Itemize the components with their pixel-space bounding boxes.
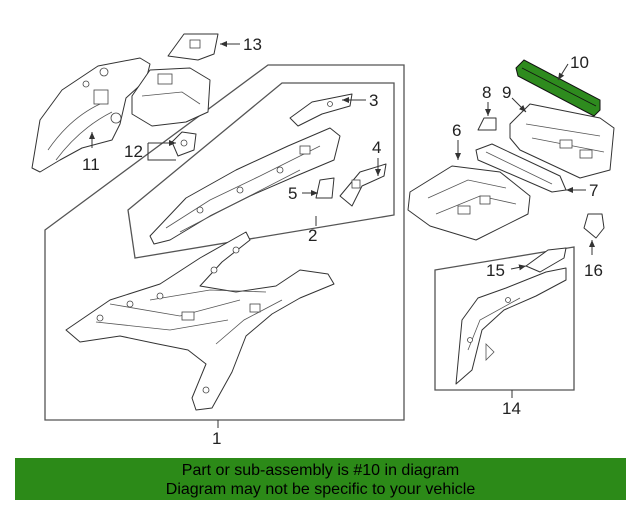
part-13-bracket <box>167 33 219 61</box>
banner-line-2: Diagram may not be specific to your vehi… <box>165 481 476 498</box>
info-banner: Part or sub-assembly is #10 in diagram D… <box>15 458 626 500</box>
part-4-bracket <box>339 163 387 207</box>
callout-10: 10 <box>570 53 589 72</box>
callout-6: 6 <box>452 121 461 140</box>
callout-13: 13 <box>243 35 262 54</box>
callout-9: 9 <box>502 83 511 102</box>
callout-1: 1 <box>212 429 221 448</box>
callout-16: 16 <box>584 261 603 280</box>
part-1-frame-structure <box>65 231 335 411</box>
part-11-extension <box>131 67 211 127</box>
part-15-reinforcement <box>525 247 567 273</box>
part-2-rail <box>149 127 341 245</box>
callout-4: 4 <box>372 138 381 157</box>
callout-15: 15 <box>486 261 505 280</box>
part-5-gusset <box>315 177 335 199</box>
part-9-rear-panel <box>509 103 615 179</box>
callout-12: 12 <box>124 142 143 161</box>
leader-lines <box>89 41 595 428</box>
banner-line-1: Part or sub-assembly is #10 in diagram <box>181 462 460 479</box>
callout-7: 7 <box>589 181 598 200</box>
part-11-wheelhouse <box>31 57 151 173</box>
callout-14: 14 <box>502 399 521 418</box>
part-12-bracket <box>171 131 197 157</box>
part-10-crossmember-highlighted <box>515 59 601 117</box>
frame-assembly-1 <box>44 64 405 421</box>
callout-3: 3 <box>369 91 378 110</box>
part-3-reinforcement <box>289 93 353 127</box>
frame-assembly-14 <box>434 246 575 391</box>
callout-2: 2 <box>308 226 317 245</box>
callout-5: 5 <box>288 184 297 203</box>
callout-8: 8 <box>482 83 491 102</box>
part-6-floor-pan <box>407 165 531 241</box>
part-16-clip <box>583 213 605 239</box>
frame-assembly-2 <box>127 82 395 259</box>
part-14-side-member <box>455 267 567 385</box>
part-8-bracket <box>477 117 497 131</box>
parts-diagram: 1 2 3 4 5 6 7 8 9 10 11 12 13 14 15 16 <box>31 33 615 448</box>
callout-11: 11 <box>82 155 100 174</box>
